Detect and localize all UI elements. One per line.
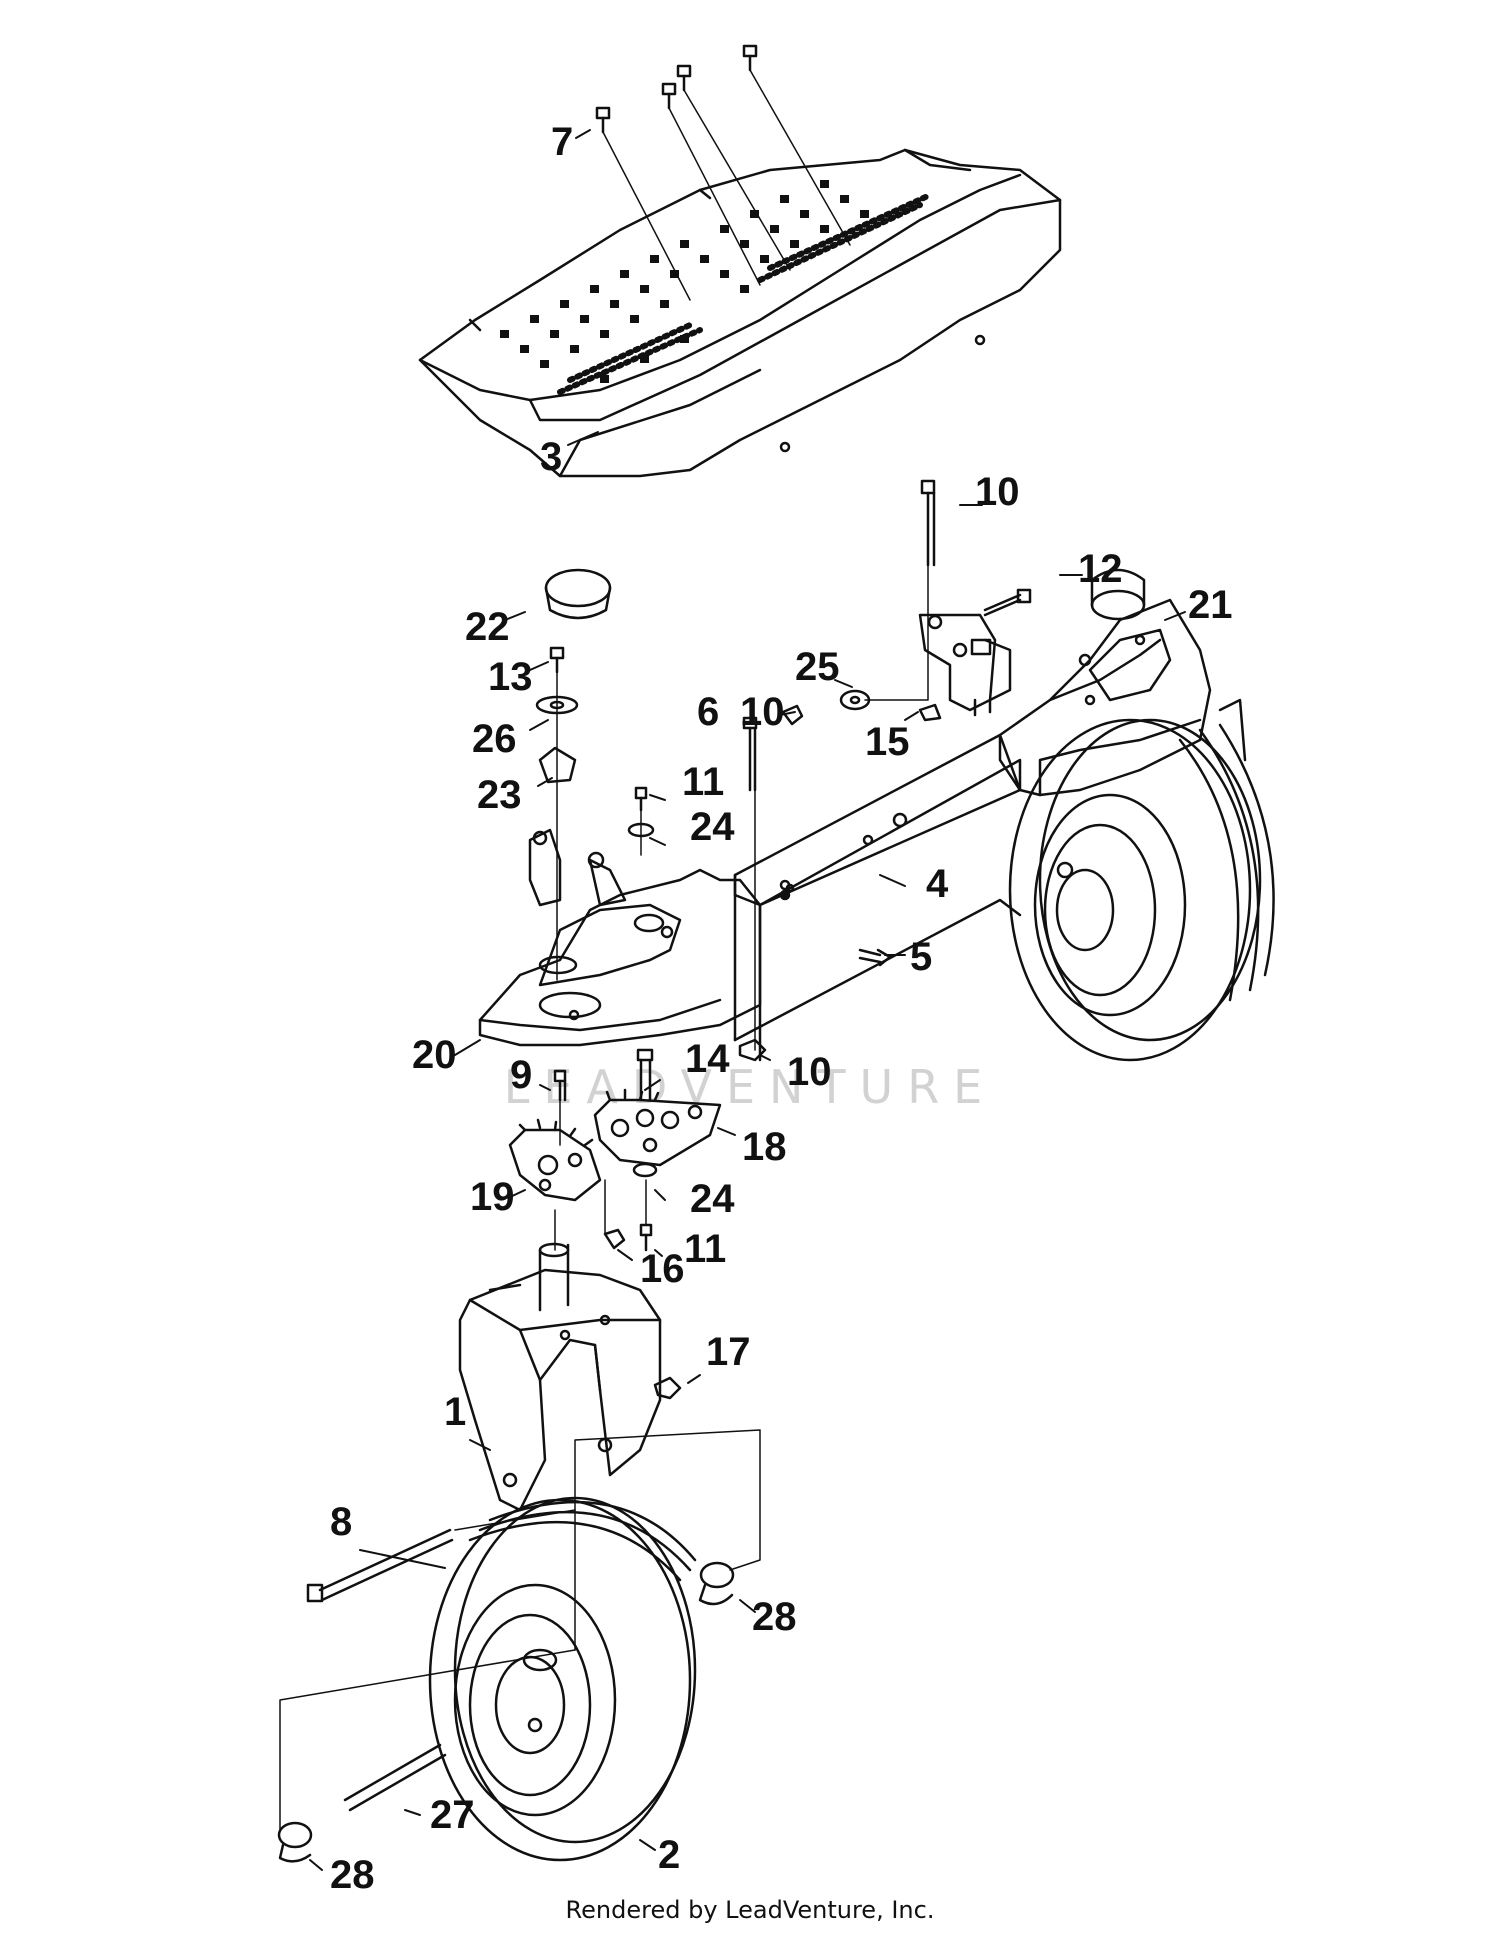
label-part-15: 15 [865,720,910,764]
label-part-11: 11 [684,1227,726,1271]
label-part-28: 28 [330,1853,375,1897]
label-part-24: 24 [690,805,735,849]
right-wheel [1008,698,1275,1062]
sprocket-plates [508,1088,722,1202]
label-part-14: 14 [685,1037,730,1081]
label-part-12: 12 [1078,547,1123,591]
label-part-1: 1 [444,1390,466,1434]
label-part-21: 21 [1188,583,1233,627]
label-part-16: 16 [640,1247,685,1291]
label-part-5: 5 [910,935,932,979]
label-part-23: 23 [477,773,522,817]
label-part-19: 19 [470,1175,515,1219]
label-part-28: 28 [752,1595,797,1639]
label-part-10: 10 [975,470,1020,514]
foot-plate [418,148,1062,478]
watermark: LEADVENTURE [503,1060,997,1114]
label-part-11: 11 [682,760,724,804]
label-part-25: 25 [795,645,840,689]
label-part-9: 9 [510,1053,532,1097]
label-part-18: 18 [742,1125,787,1169]
footer-credit: Rendered by LeadVenture, Inc. [565,1896,935,1924]
axle-bracket [918,613,1012,717]
part-labels: 7 3 10 12 21 22 13 25 6 10 26 15 11 23 2… [330,120,1233,1897]
label-part-6: 6 [697,690,719,734]
tread-dot-pattern [557,192,933,395]
leader-lines [309,129,1186,1871]
front-axle [733,733,1022,1062]
label-part-26: 26 [472,717,517,761]
label-part-3: 3 [540,435,562,479]
screw-7-set [595,44,851,301]
left-fork [458,1242,662,1512]
label-part-13: 13 [488,655,533,699]
label-part-8: 8 [330,1500,352,1544]
right-caster-housing [998,568,1212,797]
label-part-10: 10 [787,1050,832,1094]
label-part-7: 7 [551,120,573,164]
left-caster-housing [478,828,762,1047]
hardware [277,479,1032,1863]
tread-holes [500,180,869,383]
label-part-20: 20 [412,1033,457,1077]
label-part-4: 4 [926,862,949,906]
label-part-27: 27 [430,1793,475,1837]
label-part-10: 10 [740,690,785,734]
label-part-22: 22 [465,605,510,649]
alignment-lines [279,564,929,1831]
label-part-24: 24 [690,1177,735,1221]
label-part-2: 2 [658,1833,680,1877]
label-part-17: 17 [706,1330,751,1374]
